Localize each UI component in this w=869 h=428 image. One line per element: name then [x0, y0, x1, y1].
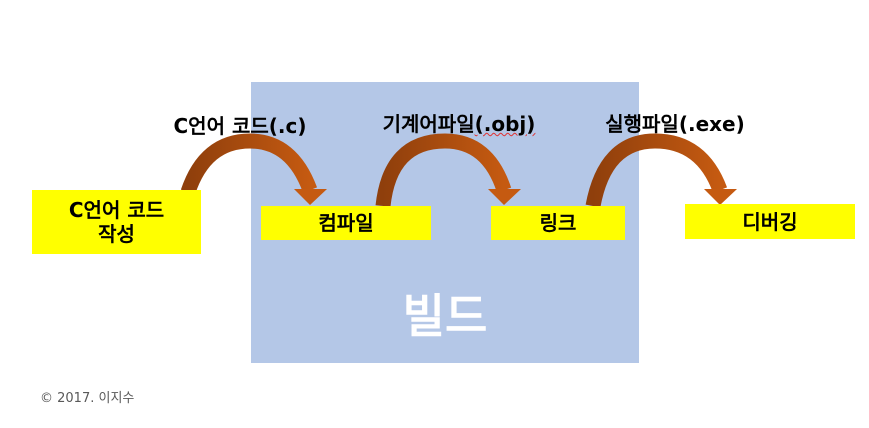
artifact-ext: (.obj)	[474, 112, 536, 136]
step-link: 링크	[491, 206, 625, 240]
build-stage-label: 빌드	[402, 289, 488, 343]
copyright-text: © 2017. 이지수	[40, 391, 135, 406]
artifact-source-label: C언어 코드(.c)	[174, 110, 307, 139]
artifact-object-label: 기계어파일(.obj)	[383, 108, 536, 137]
artifact-exe-label: 실행파일(.exe)	[605, 108, 745, 137]
arrow-link-to-debug	[585, 133, 737, 208]
step-compile: 컴파일	[261, 206, 431, 240]
artifact-ext: (.exe)	[678, 112, 745, 136]
arrow-write-to-compile	[180, 133, 327, 205]
step-debug: 디버깅	[685, 204, 855, 239]
artifact-name: C언어 코드	[173, 114, 269, 138]
artifact-ext: (.c)	[268, 114, 307, 138]
arrow-compile-to-link	[375, 133, 521, 207]
artifact-name: 기계어파일	[382, 112, 475, 136]
artifact-name: 실행파일	[605, 112, 679, 136]
